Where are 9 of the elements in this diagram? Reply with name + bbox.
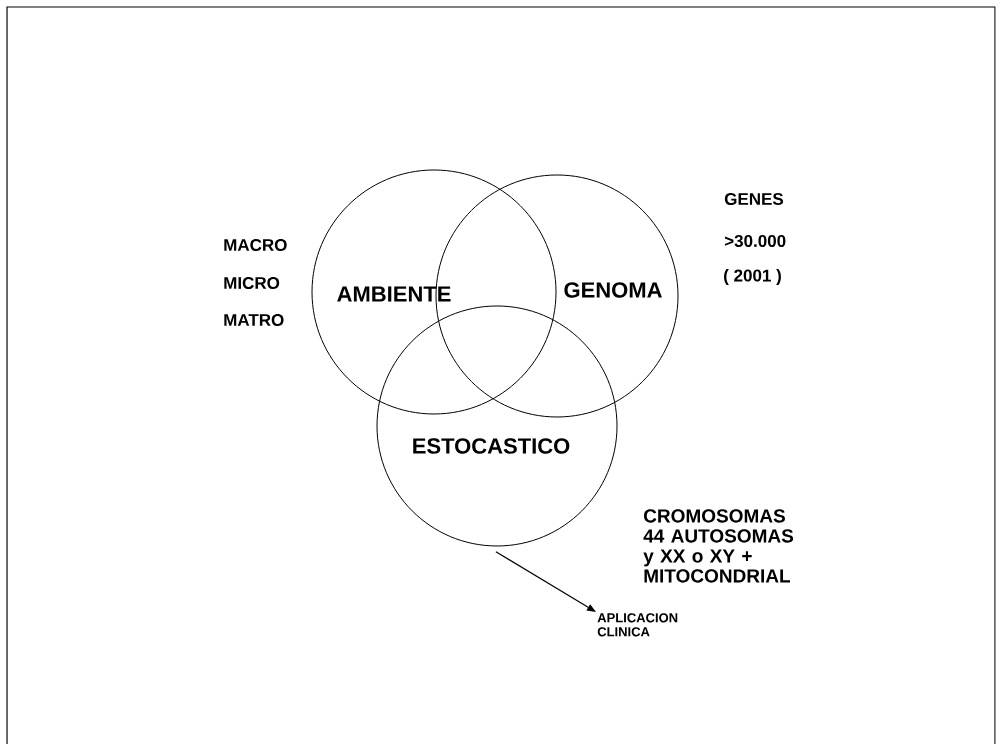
text-label: CROMOSOMAS 44 AUTOSOMAS y XX o XY + MITOCONDRIAL	[643, 509, 794, 583]
text-label: MATRO	[224, 313, 284, 326]
arrow	[495, 551, 596, 612]
text-label: APLICACION CLINICA	[597, 613, 678, 637]
text-label: GENES	[724, 192, 784, 205]
text-label: >30.000	[724, 234, 786, 247]
text-label: ( 2001 )	[724, 269, 781, 285]
text-label: MICRO	[224, 276, 280, 289]
text-label: MACRO	[224, 238, 287, 251]
